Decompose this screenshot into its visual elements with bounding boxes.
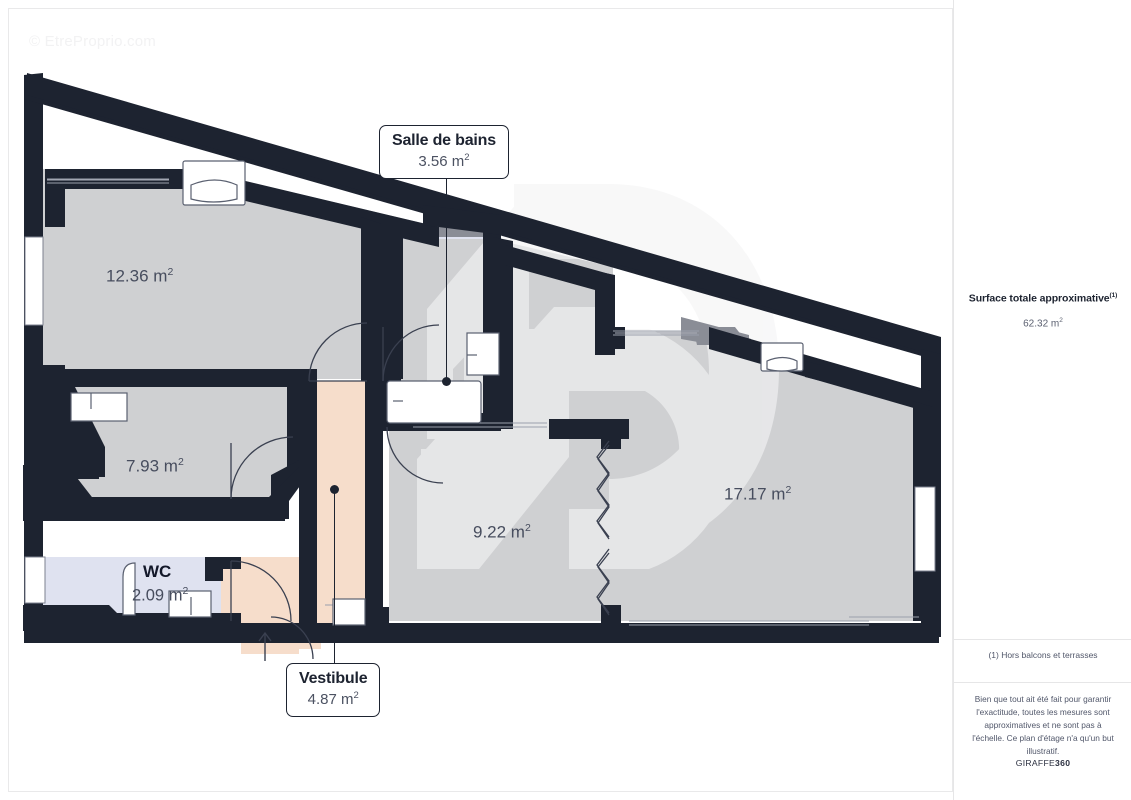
walls	[23, 73, 941, 643]
footnote-text: (1) Hors balcons et terrasses	[988, 650, 1098, 660]
callout-leader-salle-de-bains	[446, 175, 448, 381]
info-sidebar: Surface totale approximative(1) 62.32 m2…	[953, 0, 1131, 800]
floor-plan-drawing	[23, 73, 941, 661]
disclaimer-text: Bien que tout ait été fait pour garantir…	[972, 694, 1114, 756]
site-watermark: © EtreProprio.com	[29, 33, 156, 50]
sidebar-divider-2	[954, 682, 1131, 683]
room-label-wc: WC	[143, 562, 172, 581]
callout-area: 4.87 m2	[307, 689, 359, 708]
folding-partition-zigzag	[596, 440, 610, 616]
total-surface-value: 62.32 m2	[1023, 316, 1063, 329]
floor-plan-canvas: © EtreProprio.com 12.36 m2 7.93 m2 9.22 …	[8, 8, 953, 792]
room-callout-salle-de-bains[interactable]: Salle de bains 3.56 m2	[379, 125, 509, 179]
callout-area: 3.56 m2	[418, 151, 470, 170]
brand-suffix: 360	[1055, 758, 1071, 768]
callout-name: Salle de bains	[392, 132, 496, 149]
total-surface-title: Surface totale approximative(1)	[968, 292, 1118, 305]
room-area-bedroom-1: 12.36 m2	[106, 266, 174, 286]
room-area-living-left: 9.22 m2	[473, 522, 531, 542]
windows	[24, 236, 936, 604]
fixtures	[70, 160, 804, 626]
sidebar-divider-1	[954, 639, 1131, 640]
callout-anchor-vestibule	[330, 485, 339, 494]
callout-name: Vestibule	[299, 670, 368, 687]
total-surface-block: Surface totale approximative(1) 62.32 m2	[954, 292, 1131, 329]
door-swings	[230, 322, 444, 660]
room-area-wc: 2.09 m2	[132, 585, 189, 605]
room-area-bedroom-2: 7.93 m2	[126, 456, 184, 476]
room-callout-vestibule[interactable]: Vestibule 4.87 m2	[286, 663, 381, 717]
callout-leader-vestibule	[334, 489, 336, 663]
detail-lines	[47, 179, 697, 334]
brand-logo-giraffe360: GIRAFFE360	[954, 758, 1131, 768]
brand-prefix: GIRAFFE	[1015, 758, 1056, 768]
room-area-living-right: 17.17 m2	[724, 484, 792, 504]
entry-arrow	[258, 631, 272, 661]
callout-anchor-salle-de-bains	[442, 377, 451, 386]
footnote-marker: (1)	[1109, 292, 1118, 299]
room-fill-bedroom-1	[41, 169, 441, 479]
